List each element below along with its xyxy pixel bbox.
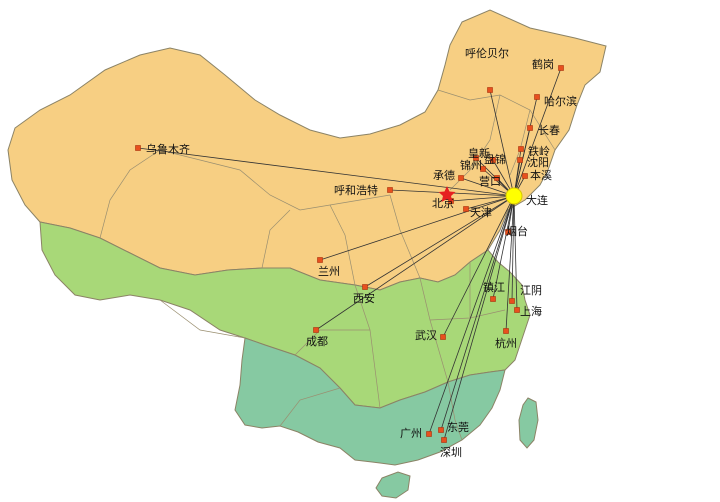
city-marker	[387, 187, 393, 193]
city-marker	[463, 206, 469, 212]
city-marker	[440, 334, 446, 340]
city-label: 杭州	[495, 336, 517, 350]
city-label: 成都	[306, 335, 328, 348]
city-marker	[505, 229, 511, 235]
city-marker	[362, 284, 368, 290]
city-label: 广州	[400, 427, 422, 440]
star-icon	[438, 186, 456, 202]
city-marker	[534, 94, 540, 100]
city-marker	[509, 298, 515, 304]
route-line	[513, 195, 518, 311]
city-label: 承德	[433, 168, 455, 182]
city-label: 营口	[479, 174, 501, 188]
city-marker	[494, 175, 500, 181]
city-marker	[480, 166, 486, 172]
city-label: 武汉	[415, 329, 437, 342]
city-label: 乌鲁木齐	[146, 142, 190, 156]
city-marker	[135, 145, 141, 151]
city-label: 本溪	[530, 168, 552, 182]
route-line	[511, 195, 515, 302]
city-label: 上海	[520, 304, 542, 318]
city-marker	[522, 173, 528, 179]
region-central	[39, 221, 531, 409]
city-marker	[426, 431, 432, 437]
city-marker	[490, 296, 496, 302]
city-label: 呼伦贝尔	[465, 46, 509, 60]
region-taiwan	[518, 397, 539, 449]
city-marker	[558, 65, 564, 71]
city-label: 西安	[353, 291, 375, 305]
route-line	[450, 195, 515, 202]
city-marker	[514, 307, 520, 313]
region-south	[234, 337, 506, 466]
city-marker	[313, 327, 319, 333]
route-line	[428, 195, 515, 435]
route-line	[489, 89, 515, 197]
route-line	[443, 195, 515, 441]
city-marker	[490, 157, 496, 163]
city-marker	[317, 257, 323, 263]
city-label: 长春	[538, 124, 560, 137]
city-label: 镇江	[483, 280, 505, 294]
city-label: 铁岭	[528, 144, 550, 158]
city-label: 天津	[470, 206, 492, 219]
city-label: 鹤岗	[532, 57, 554, 71]
province-borders	[99, 89, 556, 441]
route-line	[442, 195, 515, 338]
city-marker	[518, 146, 524, 152]
hub-marker	[505, 187, 523, 205]
city-label: 皇新	[468, 146, 490, 160]
city-marker	[438, 427, 444, 433]
city-label: 烟台	[506, 224, 528, 238]
route-line	[440, 195, 515, 431]
route-line	[315, 195, 515, 331]
city-marker	[458, 175, 464, 181]
route-line	[319, 195, 515, 261]
route-line	[137, 147, 515, 197]
city-label: 哈尔滨	[544, 94, 577, 108]
city-label: 深圳	[440, 446, 462, 459]
hub-label: 大连	[526, 193, 548, 207]
city-label: 沈阳	[527, 155, 549, 169]
city-markers: 呼伦贝尔鹤岗哈尔滨长春乌鲁木齐皇新盘锦铁岭锦州沈阳承德营口本溪呼和浩特北京天津烟…	[135, 46, 577, 459]
city-label: 兰州	[318, 265, 340, 278]
route-line	[364, 195, 515, 288]
region-hainan	[375, 471, 411, 499]
city-marker	[503, 328, 509, 334]
city-marker	[527, 125, 533, 131]
city-label: 锦州	[460, 158, 482, 172]
city-label: 呼和浩特	[334, 183, 378, 197]
route-line	[492, 195, 515, 300]
route-line	[505, 195, 515, 332]
city-marker	[487, 87, 493, 93]
city-marker	[473, 155, 479, 161]
city-label: 东莞	[447, 421, 469, 434]
city-marker	[441, 437, 447, 443]
route-line	[460, 177, 515, 197]
city-label: 江阴	[520, 284, 542, 297]
city-label: 盘锦	[484, 152, 506, 166]
city-marker	[517, 157, 523, 163]
route-line	[513, 67, 562, 197]
